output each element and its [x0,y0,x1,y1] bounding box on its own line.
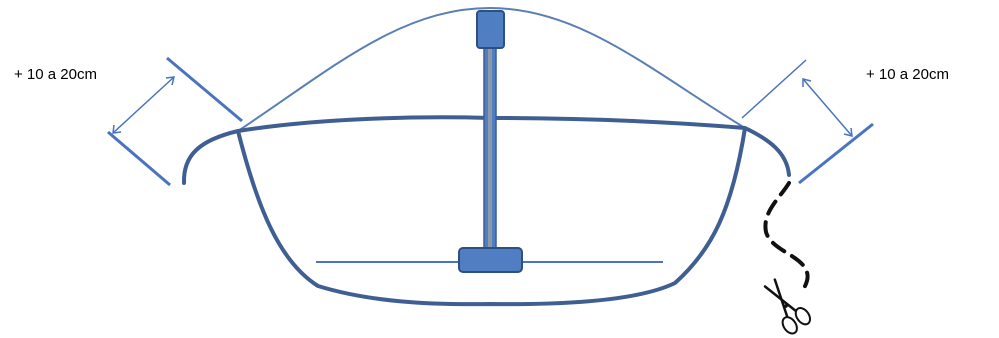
right-dimension-top-tick [742,60,806,118]
right-dimension-bottom-tick [799,124,873,183]
left-dimension-top-tick [167,58,242,121]
left-flap-line [184,131,238,183]
right-flap-line [745,128,789,175]
right-extension-label: + 10 a 20cm [866,66,949,84]
left-dimension-bottom-tick [108,132,170,185]
center-pole [484,30,496,262]
left-dimension-arrow [113,77,174,133]
right-dimension-marker [742,60,873,183]
right-dimension-arrow [803,79,852,136]
left-dimension-marker [108,58,242,185]
pole-top-cap [477,11,504,48]
left-extension-label: + 10 a 20cm [14,66,97,84]
cut-dashed-line [765,183,807,290]
pole-foot [459,248,522,272]
